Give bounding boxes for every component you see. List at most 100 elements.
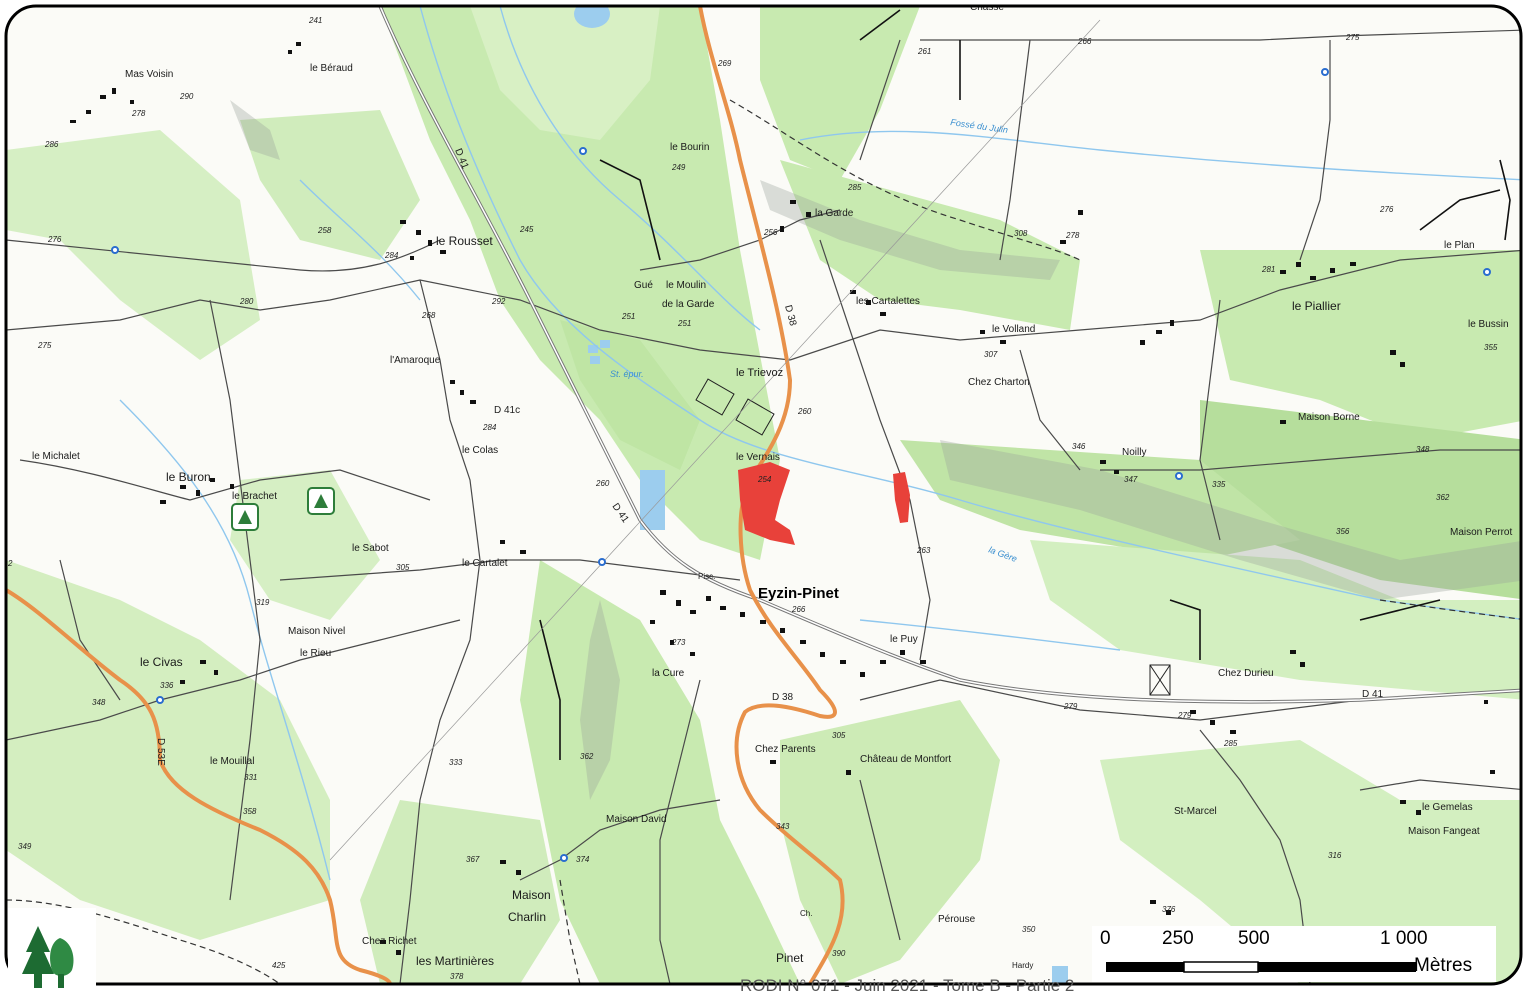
altitude: 358	[243, 807, 257, 816]
altitude: 280	[239, 297, 254, 306]
place-label: Charlin	[508, 910, 546, 924]
place-label: le Brachet	[232, 491, 277, 502]
footer-text: RODI N° 071 - Juin 2021 - Tome B - Parti…	[740, 976, 1075, 995]
altitude: 376	[1162, 905, 1176, 914]
scale-tick-label: 250	[1162, 928, 1194, 949]
place-label: Hardy	[1012, 961, 1033, 970]
place-label: le Moulin	[666, 280, 706, 291]
altitude: 348	[92, 698, 106, 707]
place-label: le Gemelas	[1422, 802, 1473, 813]
altitude: 333	[449, 758, 463, 767]
place-label: les Cartalettes	[856, 296, 920, 307]
place-label: Maison David	[606, 814, 667, 825]
place-label: la Garde	[815, 208, 854, 219]
altitude: 241	[308, 16, 322, 25]
place-label: Mas Voisin	[125, 69, 173, 80]
altitude: 335	[1212, 480, 1226, 489]
place-label: Maison Perrot	[1450, 527, 1512, 538]
place-label: le Bussin	[1468, 319, 1509, 330]
altitude: 378	[450, 972, 464, 981]
place-label: Maison Fangeat	[1408, 826, 1480, 837]
altitude: 316	[1328, 851, 1342, 860]
place-label: le Trievoz	[736, 367, 783, 379]
altitude: 269	[717, 59, 732, 68]
place-label: le Béraud	[310, 63, 353, 74]
altitude: 290	[179, 92, 194, 101]
place-label: Pinet	[776, 951, 804, 965]
altitude: 348	[1416, 445, 1430, 454]
place-label: Pisc.	[698, 572, 715, 581]
place-label: Château de Montfort	[860, 754, 951, 765]
place-label: Noilly	[1122, 447, 1146, 458]
buildings	[70, 42, 1495, 955]
altitude: 305	[396, 563, 410, 572]
place-label-partial: Chasse	[970, 2, 1004, 13]
altitude: 266	[1077, 37, 1092, 46]
town-label: Eyzin-Pinet	[758, 585, 839, 602]
altitude: 273	[671, 638, 686, 647]
altitude: 279	[1063, 702, 1078, 711]
place-labels: Mas Voisin le Béraud le Rousset l'Amaroq…	[32, 2, 1512, 970]
altitude: 254	[757, 475, 772, 484]
minor-roads	[6, 29, 1521, 984]
pylon-icon	[1149, 664, 1171, 696]
place-label: Chez Richet	[362, 936, 417, 947]
road-d38	[6, 6, 845, 984]
project-areas[interactable]	[738, 462, 910, 545]
tracks	[6, 99, 1521, 984]
altitude: 305	[832, 731, 846, 740]
place-label: le Sabot	[352, 543, 389, 554]
altitude: 390	[832, 949, 846, 958]
scale-bar: 0 250 500 1 000 Mètres	[1092, 926, 1496, 982]
place-label: le Colas	[462, 445, 498, 456]
altitude: 355	[1484, 343, 1498, 352]
place-label: Maison Borne	[1298, 412, 1360, 423]
hedge-lines	[539, 9, 1511, 760]
altitude: 251	[621, 312, 635, 321]
altitude: 245	[519, 225, 534, 234]
place-label: Gué	[634, 280, 653, 291]
place-label: le Bourin	[670, 142, 709, 153]
place-label: St-Marcel	[1174, 806, 1217, 817]
altitude: 275	[37, 341, 52, 350]
water-label: St. épur.	[610, 369, 644, 379]
scale-tick-label: 0	[1100, 928, 1111, 949]
altitude: 260	[797, 407, 812, 416]
altitude: 275	[1345, 33, 1360, 42]
place-label: Chez Parents	[755, 744, 816, 755]
road-label: D 41c	[494, 405, 520, 416]
altitude: 307	[984, 350, 998, 359]
place-label: Pérouse	[938, 914, 976, 925]
place-label: la Cure	[652, 668, 685, 679]
place-label: Chez Charton	[968, 377, 1030, 388]
altitude: 319	[256, 598, 270, 607]
place-label: le Buron	[166, 470, 211, 484]
scale-ruler	[1106, 961, 1416, 973]
altitude: 362	[1436, 493, 1450, 502]
campsite-icon	[231, 487, 335, 531]
place-label: de la Garde	[662, 299, 715, 310]
road-label: D 53E	[155, 738, 166, 766]
altitude: 347	[1124, 475, 1138, 484]
place-label: le Puy	[890, 634, 918, 645]
altitude: 279	[1177, 711, 1192, 720]
place-label: les Martinières	[416, 954, 494, 968]
altitude: 349	[18, 842, 32, 851]
road-d41	[378, 6, 1521, 704]
altitude: 284	[482, 423, 497, 432]
altitude: 258	[317, 226, 332, 235]
scale-tick-label: 1 000	[1380, 928, 1428, 949]
altitude: 285	[1223, 739, 1238, 748]
altitude: 278	[131, 109, 146, 118]
place-label: Maison Nivel	[288, 626, 345, 637]
altitude: 261	[917, 47, 931, 56]
altitude: 343	[776, 822, 790, 831]
altitude: 308	[1014, 229, 1028, 238]
place-label: le Rousset	[436, 234, 493, 248]
place-label: le Volland	[992, 324, 1035, 335]
altitude: 256	[763, 228, 778, 237]
road-label: D 41	[1362, 689, 1384, 700]
place-label: le Plan	[1444, 240, 1475, 251]
